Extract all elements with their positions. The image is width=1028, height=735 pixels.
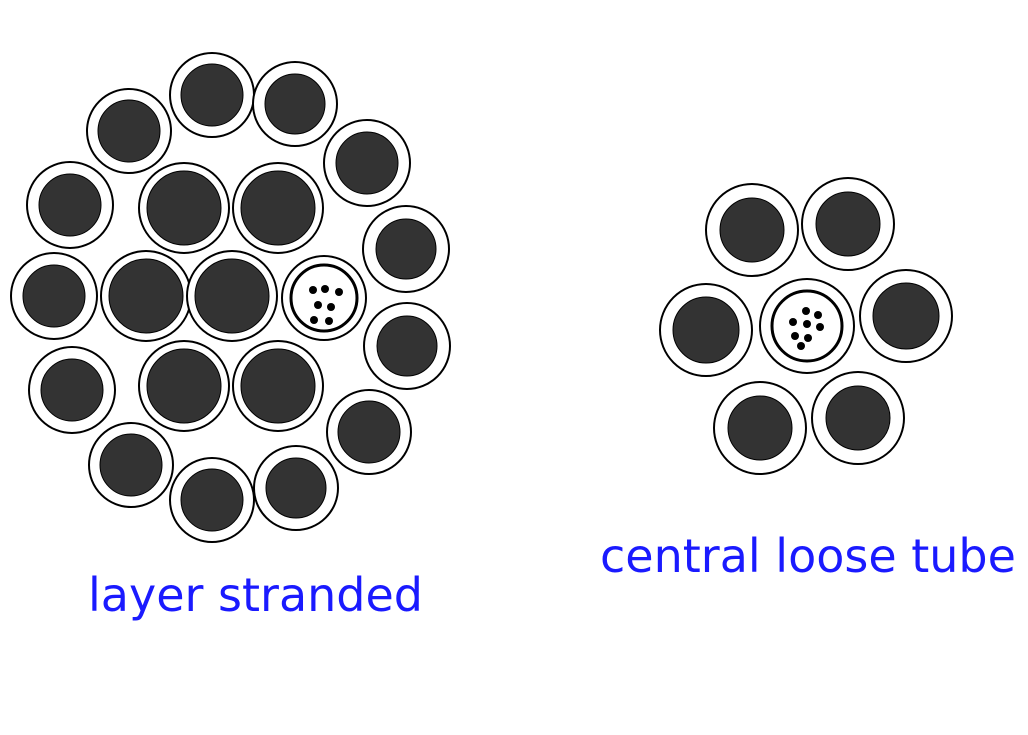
layer-stranded-steel-wire — [326, 389, 412, 475]
wire-core — [240, 348, 316, 424]
layer-stranded-steel-wire — [10, 252, 98, 340]
optical-fiber-dot — [327, 303, 335, 311]
wire-core — [376, 315, 438, 377]
wire-core — [337, 400, 401, 464]
optical-fiber-dot — [325, 317, 333, 325]
optical-fiber-dot — [803, 320, 811, 328]
wire-core — [727, 395, 793, 461]
layer-stranded-cross-section — [10, 52, 451, 543]
wire-core — [99, 433, 163, 497]
layer-stranded-steel-wire — [26, 161, 114, 249]
wire-core — [108, 258, 184, 334]
central-steel-wire — [801, 177, 895, 271]
wire-core — [264, 73, 326, 135]
wire-core — [872, 282, 940, 350]
tube-inner-wall — [289, 263, 359, 333]
optical-fiber-dot — [797, 342, 805, 350]
layer-stranded-steel-wire — [253, 445, 339, 531]
optical-fiber-dot — [310, 316, 318, 324]
wire-core — [97, 99, 161, 163]
wire-core — [40, 358, 104, 422]
optical-fiber-dot — [314, 301, 322, 309]
layer-stranded-caption: layer stranded — [88, 568, 423, 622]
wire-core — [146, 170, 222, 246]
wire-core — [180, 63, 244, 127]
layer-stranded-steel-wire — [138, 340, 230, 432]
layer-stranded-steel-wire — [169, 52, 255, 138]
central-steel-wire — [705, 183, 799, 277]
wire-core — [146, 348, 222, 424]
layer-stranded-steel-wire — [362, 205, 450, 293]
optical-fiber-dot — [802, 307, 810, 315]
optical-fiber-dot — [789, 318, 797, 326]
layer-stranded-steel-wire — [232, 340, 324, 432]
layer-stranded-steel-wire — [86, 88, 172, 174]
wire-core — [180, 468, 244, 532]
wire-core — [38, 173, 102, 237]
layer-stranded-steel-wire — [88, 422, 174, 508]
wire-core — [194, 258, 270, 334]
wire-core — [240, 170, 316, 246]
layer-stranded-steel-wire — [252, 61, 338, 147]
central-loose-tube — [759, 278, 855, 374]
central-steel-wire — [659, 283, 753, 377]
wire-core — [265, 457, 327, 519]
layer-stranded-steel-wire — [138, 162, 230, 254]
central-loose-tube-cross-section — [659, 177, 953, 475]
optical-fiber-dot — [804, 334, 812, 342]
wire-core — [375, 218, 437, 280]
optical-fiber-dot — [335, 288, 343, 296]
optical-fiber-dot — [816, 323, 824, 331]
optical-fiber-dot — [791, 332, 799, 340]
wire-core — [335, 131, 399, 195]
central-steel-wire — [859, 269, 953, 363]
layer-stranded-steel-wire — [232, 162, 324, 254]
layer-stranded-steel-wire — [323, 119, 411, 207]
optical-fiber-dot — [814, 311, 822, 319]
central-steel-wire — [811, 371, 905, 465]
optical-fiber-dot — [309, 286, 317, 294]
layer-stranded-steel-wire — [363, 302, 451, 390]
wire-core — [815, 191, 881, 257]
wire-core — [672, 296, 740, 364]
layer-stranded-steel-wire — [28, 346, 116, 434]
layer-stranded-steel-wire — [169, 457, 255, 543]
layer-stranded-loose-tube — [281, 255, 367, 341]
central-steel-wire — [713, 381, 807, 475]
layer-stranded-steel-wire — [100, 250, 192, 342]
wire-core — [719, 197, 785, 263]
wire-core — [22, 264, 86, 328]
central-loose-tube-caption: central loose tube — [600, 529, 1016, 583]
wire-core — [825, 385, 891, 451]
optical-fiber-dot — [321, 285, 329, 293]
layer-stranded-steel-wire — [186, 250, 278, 342]
